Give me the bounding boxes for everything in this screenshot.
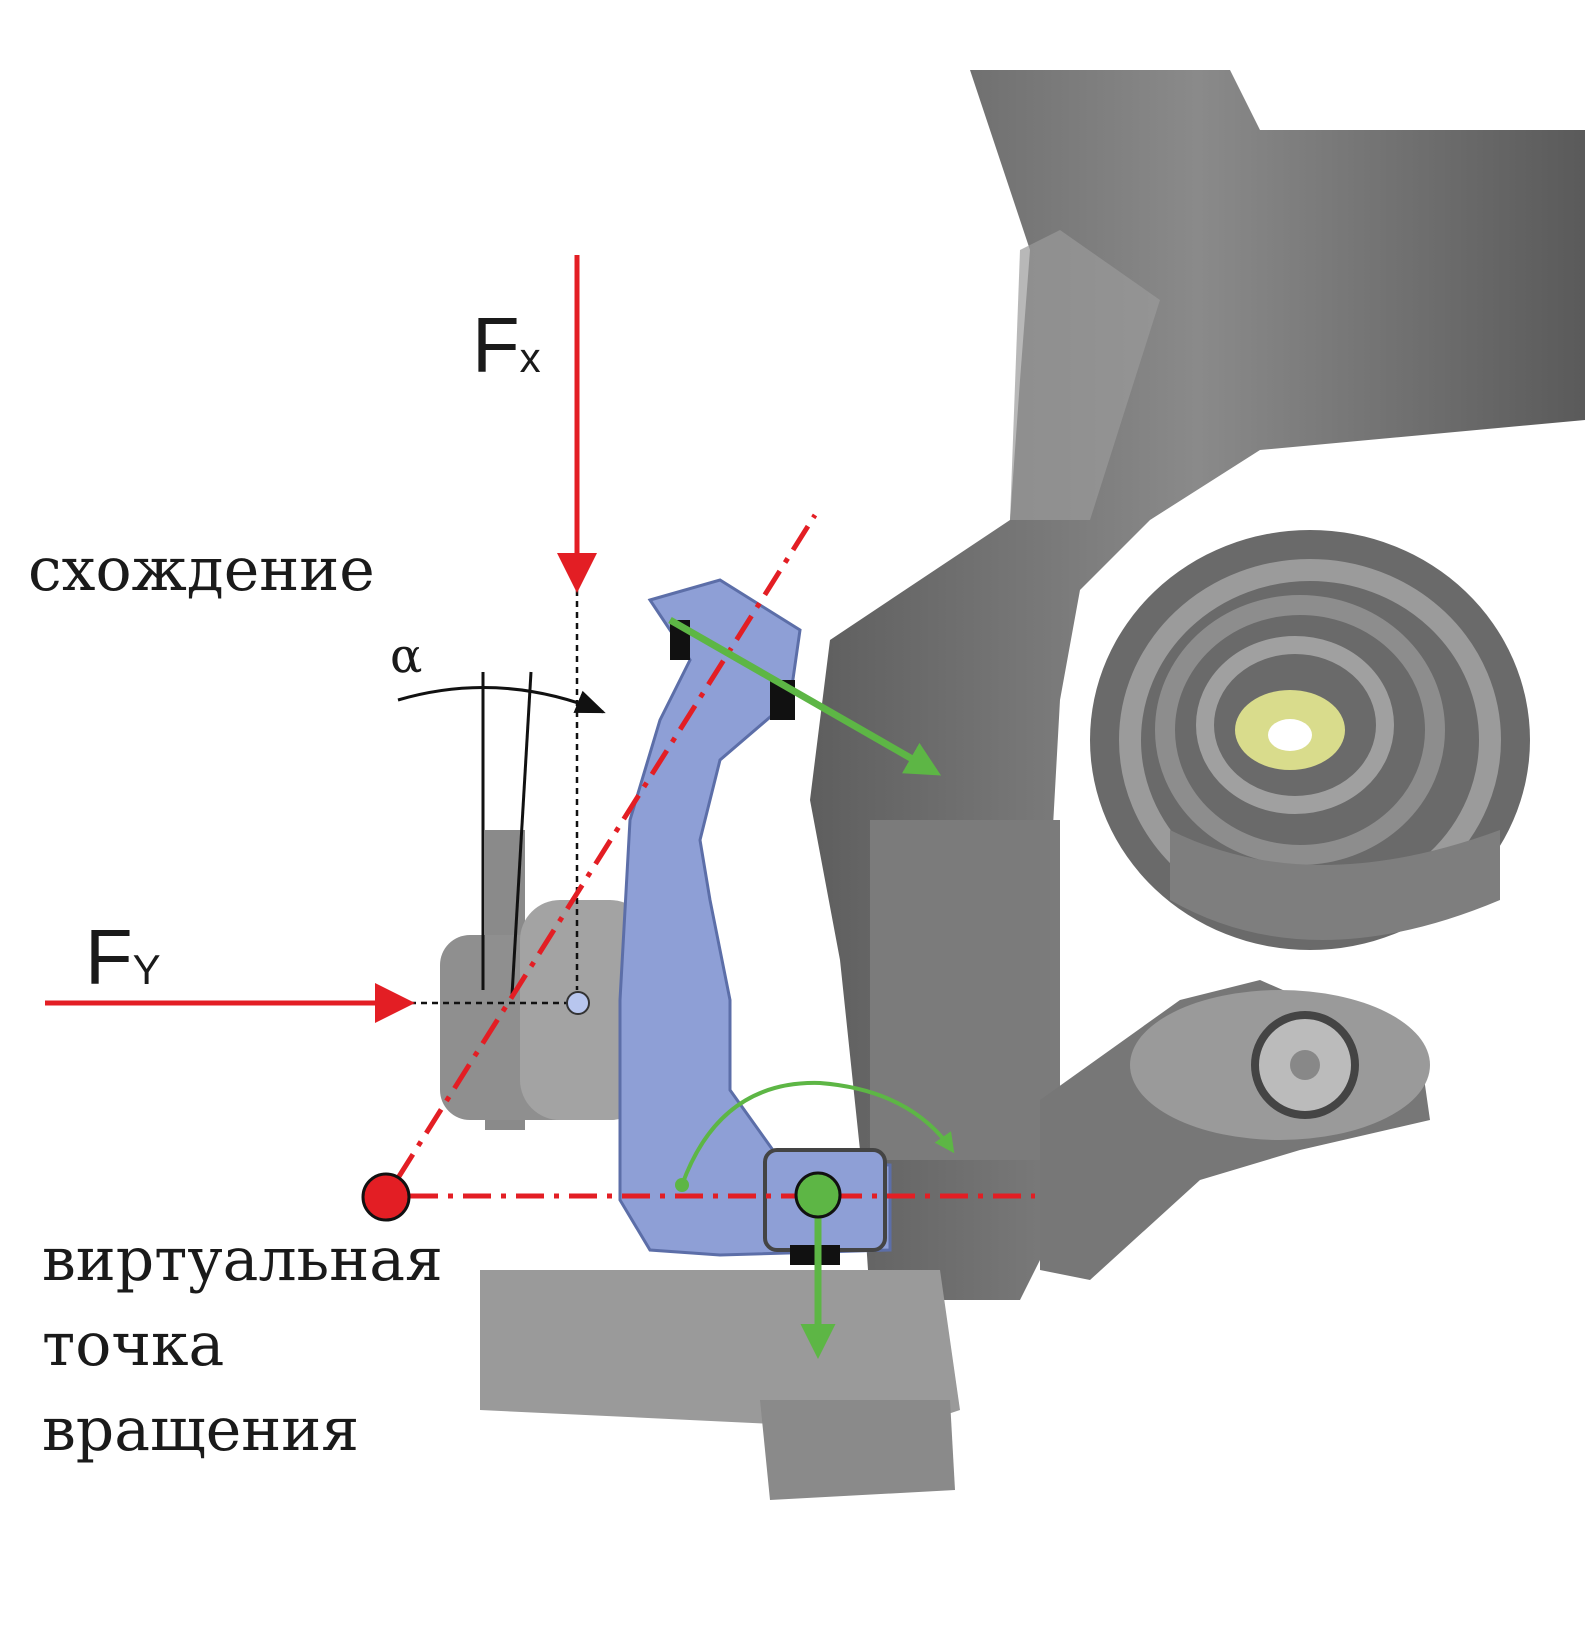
rotation-arc-start [675, 1178, 689, 1192]
steering-axis-line [395, 513, 818, 1180]
toe-reference-tilted [510, 671, 533, 996]
subframe [810, 70, 1585, 1300]
fy-label-sub: Y [132, 946, 161, 993]
pivot-label-line2: точка [42, 1310, 225, 1380]
virtual-pivot-point [361, 1172, 411, 1222]
pivot-label-line3: вращения [42, 1395, 360, 1465]
rotation-arc-arrow [680, 1080, 955, 1186]
fx-label-sub: x [519, 334, 541, 381]
fx-label-main: F [472, 301, 520, 389]
trailing-arm-mount [1040, 980, 1430, 1280]
alpha-label: α [390, 628, 423, 684]
wheel-center-point [566, 991, 590, 1015]
fy-label-main: F [85, 913, 133, 1001]
fx-label: Fx [472, 300, 541, 391]
toe-label: схождение [28, 535, 375, 605]
coil-spring [1090, 530, 1530, 950]
upper-link-reaction-arrow [668, 616, 942, 776]
pivot-label-line1: виртуальная [42, 1225, 443, 1295]
hub-and-brake [440, 830, 960, 1500]
alpha-arc-arrow [397, 686, 606, 714]
lower-mount-point [794, 1171, 842, 1219]
fy-label: FY [85, 912, 161, 1003]
